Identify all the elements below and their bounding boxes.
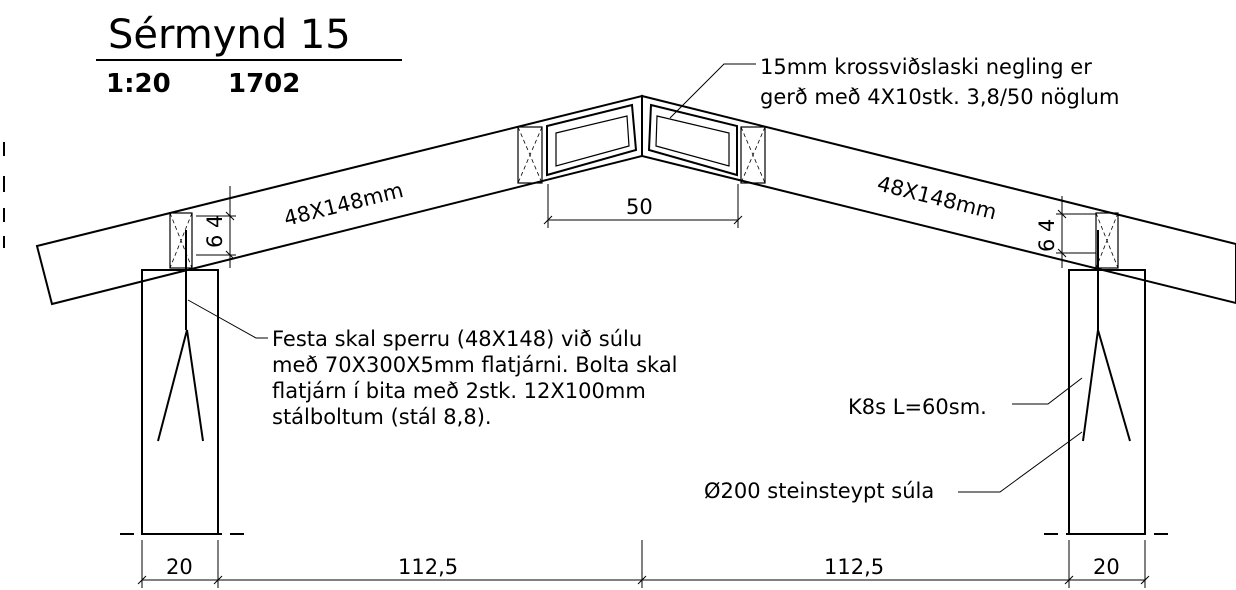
fix-note-line1: Festa skal sperru (48X148) við súlu [272, 327, 642, 351]
blocking-right-support [1095, 212, 1119, 269]
fix-note-line4: stálboltum (stál 8,8). [272, 405, 492, 429]
anchor-note-leader [1012, 377, 1083, 405]
blocking-ridge-left [517, 126, 543, 184]
anchor-note: K8s L=60sm. [848, 395, 987, 419]
blocking-left-support [169, 212, 193, 269]
blocking-ridge-right [740, 126, 766, 184]
dimension-right-height [1056, 196, 1096, 268]
drawing-title: Sérmynd 15 [108, 12, 351, 58]
plywood-gusset-left [546, 103, 638, 177]
dimension-left-column-label: 20 [166, 555, 193, 579]
dimension-ridge-gap [543, 184, 743, 228]
fix-note-line2: með 70X300X5mm flatjárni. Bolta skal [272, 353, 678, 377]
fix-note-line3: flatjárn í bita með 2stk. 12X100mm [272, 379, 646, 403]
column-right [1044, 230, 1170, 535]
dimension-chain-bottom [137, 540, 1150, 588]
ply-note-leader [669, 63, 756, 119]
dimension-left-height-label: 6 4 [203, 215, 227, 248]
ply-note-line1: 15mm krossviðslaski negling er [760, 55, 1092, 79]
dimension-right-column-label: 20 [1093, 555, 1120, 579]
dimension-ridge-gap-label: 50 [626, 195, 653, 219]
dimension-right-height-label: 6 4 [1035, 219, 1059, 252]
column-note-leader [958, 431, 1083, 493]
column-note: Ø200 steinsteypt súla [704, 479, 934, 503]
dimension-left-height [196, 186, 236, 268]
rafter-right [641, 94, 1236, 305]
rafter-left-label: 48X148mm [281, 178, 405, 231]
drawing-scale: 1:20 [106, 69, 171, 99]
drawing-number: 1702 [228, 69, 300, 99]
dimension-left-span-label: 112,5 [398, 555, 458, 579]
plywood-gusset-right [647, 103, 738, 177]
column-left [120, 230, 244, 535]
fix-note-leader [187, 299, 268, 339]
ply-note-line2: gerð með 4X10stk. 3,8/50 nöglum [760, 85, 1119, 109]
dimension-right-span-label: 112,5 [824, 555, 884, 579]
